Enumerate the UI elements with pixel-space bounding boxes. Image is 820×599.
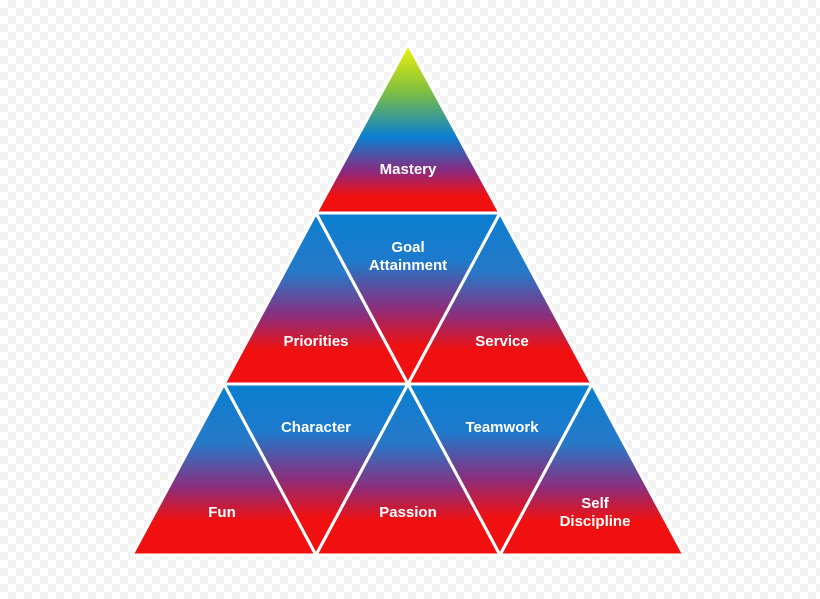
label-fun: Fun xyxy=(208,504,236,521)
label-passion: Passion xyxy=(379,504,437,521)
label-self-discipline-line2: Discipline xyxy=(560,513,631,530)
label-teamwork: Teamwork xyxy=(465,419,539,436)
label-goal-attainment-line2: Attainment xyxy=(369,257,447,274)
label-self-discipline-line1: Self xyxy=(581,495,610,512)
label-mastery: Mastery xyxy=(380,161,437,178)
label-goal-attainment-line1: Goal xyxy=(391,239,424,256)
block-mastery xyxy=(314,42,502,215)
block-self-discipline xyxy=(498,382,686,557)
label-priorities: Priorities xyxy=(283,333,348,350)
label-service: Service xyxy=(475,333,528,350)
label-character: Character xyxy=(281,419,351,436)
